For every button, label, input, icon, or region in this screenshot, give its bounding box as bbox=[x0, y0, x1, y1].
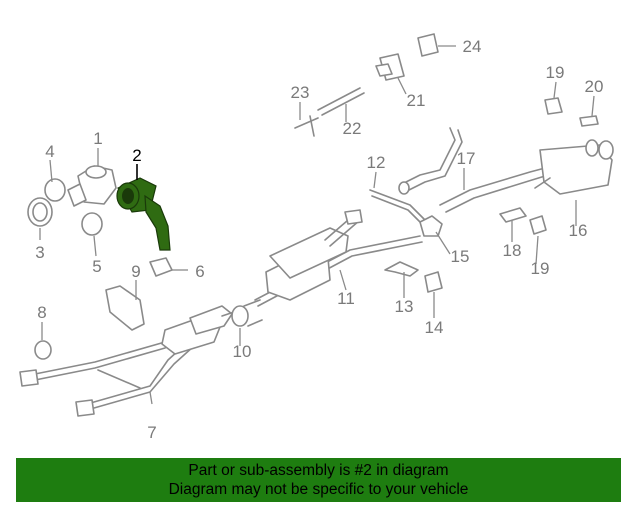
front-cat-section[interactable] bbox=[161, 305, 241, 355]
callout-19-upper: 19 bbox=[546, 63, 565, 82]
hanger-part-19[interactable] bbox=[529, 97, 563, 235]
hanger-part-14[interactable] bbox=[424, 271, 443, 293]
catalytic-converter-part-1[interactable] bbox=[67, 165, 117, 207]
bracket-part-13[interactable] bbox=[384, 261, 419, 277]
mount-part-24[interactable] bbox=[417, 33, 439, 57]
callout-9: 9 bbox=[131, 262, 140, 281]
callout-13: 13 bbox=[395, 297, 414, 316]
callout-15: 15 bbox=[451, 247, 470, 266]
leader-lines bbox=[39, 45, 595, 405]
gasket-part-4[interactable] bbox=[44, 178, 66, 202]
down-pipe-part-2-highlighted[interactable] bbox=[116, 177, 171, 251]
rear-pipe-part-12[interactable] bbox=[369, 189, 426, 225]
rear-muffler-part-16[interactable] bbox=[439, 139, 614, 213]
connector-part-23[interactable] bbox=[294, 115, 319, 137]
center-pipe-part-11[interactable] bbox=[254, 209, 423, 307]
gasket-part-8[interactable] bbox=[34, 340, 52, 360]
callout-3: 3 bbox=[35, 243, 44, 262]
callout-labels: 1 2 3 4 5 6 7 8 9 10 11 12 13 14 15 16 1… bbox=[35, 37, 603, 442]
sensor-part-21[interactable] bbox=[375, 53, 405, 81]
rod-part-22[interactable] bbox=[317, 87, 365, 116]
exhaust-system-diagram: 1 2 3 4 5 6 7 8 9 10 11 12 13 14 15 16 1… bbox=[19, 33, 614, 442]
callout-21: 21 bbox=[407, 91, 426, 110]
callout-20: 20 bbox=[585, 77, 604, 96]
bracket-part-9[interactable] bbox=[105, 285, 145, 331]
info-banner: Part or sub-assembly is #2 in diagram Di… bbox=[16, 458, 621, 502]
coupler-part-10[interactable] bbox=[231, 299, 263, 327]
clamp-part-15[interactable] bbox=[419, 215, 443, 237]
callout-4: 4 bbox=[45, 142, 54, 161]
callout-19-lower: 19 bbox=[531, 259, 550, 278]
callout-12: 12 bbox=[367, 153, 386, 172]
callout-5: 5 bbox=[92, 257, 101, 276]
callout-11: 11 bbox=[337, 289, 355, 308]
callout-23: 23 bbox=[291, 83, 310, 102]
bracket-part-18[interactable] bbox=[499, 207, 527, 223]
callout-17: 17 bbox=[457, 149, 476, 168]
callout-18: 18 bbox=[503, 241, 522, 260]
callout-2: 2 bbox=[132, 146, 141, 165]
callout-8: 8 bbox=[37, 303, 46, 322]
gasket-part-3[interactable] bbox=[27, 197, 53, 227]
banner-line-2: Diagram may not be specific to your vehi… bbox=[168, 481, 469, 498]
callout-1: 1 bbox=[93, 129, 102, 148]
flange-part-6[interactable] bbox=[149, 257, 173, 277]
banner-line-1: Part or sub-assembly is #2 in diagram bbox=[188, 462, 449, 479]
callout-16: 16 bbox=[569, 221, 588, 240]
tailpipe-part-17[interactable] bbox=[398, 127, 463, 195]
callout-7: 7 bbox=[147, 423, 156, 442]
callout-10: 10 bbox=[233, 342, 252, 361]
callout-6: 6 bbox=[195, 262, 204, 281]
callout-14: 14 bbox=[425, 318, 444, 337]
clip-part-20[interactable] bbox=[579, 115, 599, 127]
callout-24: 24 bbox=[463, 37, 482, 56]
gasket-part-5[interactable] bbox=[81, 212, 103, 236]
callout-22: 22 bbox=[343, 119, 362, 138]
